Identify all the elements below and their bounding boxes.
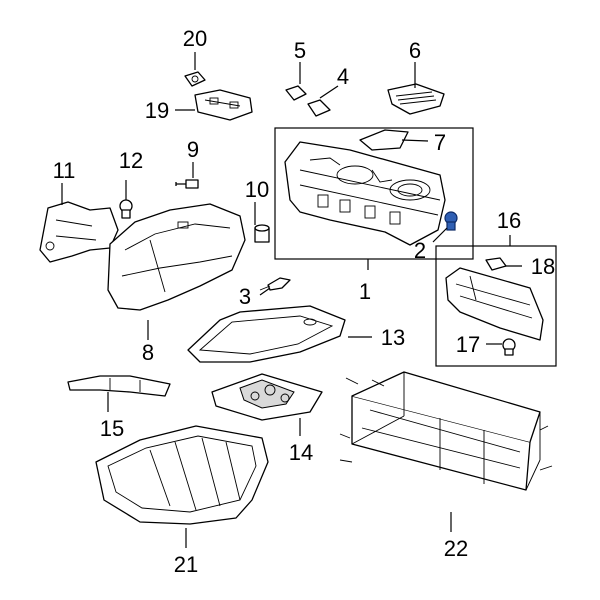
part-4-pad[interactable] [307,99,331,117]
part-9-bolt[interactable] [175,179,199,189]
callout-14: 14 [289,440,313,465]
callout-8: 8 [142,340,154,365]
part-11-side-trim[interactable] [39,201,119,263]
callout-3: 3 [239,284,251,309]
callout-18: 18 [531,254,555,279]
part-15-bracket[interactable] [67,375,171,397]
part-5-clip[interactable] [285,85,307,101]
part-20-bracket[interactable] [184,71,206,87]
callout-15: 15 [100,416,124,441]
part-6-grille[interactable] [387,83,445,115]
group-box-16 [435,245,557,367]
callout-11: 11 [53,158,76,183]
callout-19: 19 [145,98,169,123]
callout-6: 6 [409,38,421,63]
callout-4: 4 [337,64,349,89]
callout-20: 20 [183,26,207,51]
callout-13: 13 [381,325,405,350]
part-21-trunk-tray[interactable] [95,425,269,525]
part-3-bolt[interactable] [259,277,291,291]
callout-5: 5 [294,38,306,63]
part-2-clip[interactable] [444,211,458,231]
callout-21: 21 [174,552,198,577]
group-box-1 [274,127,474,260]
callout-10: 10 [245,177,269,202]
callout-16: 16 [497,208,521,233]
part-12-screw[interactable] [119,199,133,219]
part-7-shelf-pad[interactable] [359,129,409,151]
callout-1: 1 [359,279,371,304]
callout-22: 22 [444,536,468,561]
callout-17: 17 [456,332,480,357]
part-19-bracket-housing[interactable] [194,89,253,121]
part-13-trunk-mat[interactable] [187,305,346,363]
part-17-push-clip[interactable] [502,338,516,356]
part-10-fastener[interactable] [254,224,270,243]
part-1-rear-shelf[interactable] [284,141,446,246]
callout-9: 9 [187,137,199,162]
part-22-cargo-net[interactable] [339,371,553,491]
callout-12: 12 [119,148,143,173]
part-16-trim-panel[interactable] [445,267,544,341]
part-18-trim-cap[interactable] [485,257,507,271]
callout-2: 2 [414,238,426,263]
part-14-spare-tray[interactable] [211,373,323,421]
callout-7: 7 [434,130,446,155]
part-8-trunk-trim[interactable] [107,203,246,311]
